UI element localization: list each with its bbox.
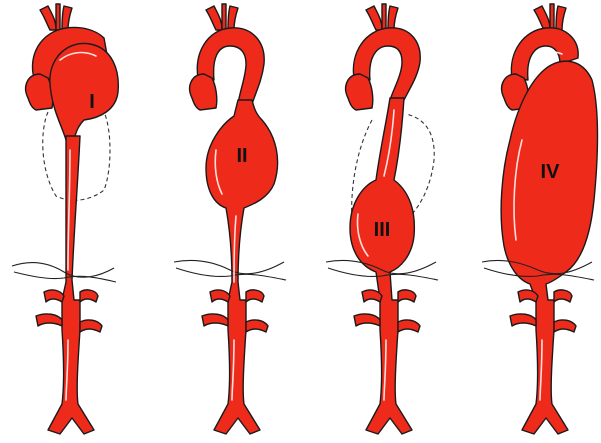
aneurysm-type-label: IV — [541, 161, 561, 183]
head-vessel — [550, 4, 554, 30]
head-vessel — [222, 4, 226, 30]
descending-aorta-with-aneurysm — [350, 98, 414, 434]
aorta-type-3: III — [326, 4, 438, 434]
branch-artery — [354, 314, 380, 326]
head-vessel — [366, 6, 382, 30]
descending-aorta-with-aneurysm — [501, 61, 597, 434]
aneurysm-type-label: III — [374, 219, 391, 241]
head-vessel — [206, 6, 222, 30]
diaphragm-line — [176, 268, 286, 280]
branch-artery — [510, 314, 536, 326]
diaphragm-line — [14, 272, 116, 282]
aorta-type-2: II — [174, 4, 286, 434]
head-vessel — [62, 6, 72, 30]
branch-artery — [202, 314, 228, 326]
aortic-root — [190, 74, 217, 110]
renal-artery — [554, 290, 572, 302]
branch-artery — [398, 320, 420, 332]
aortic-root — [26, 74, 53, 110]
renal-artery — [246, 290, 264, 302]
renal-artery — [80, 290, 98, 302]
aneurysm-type-label: II — [236, 145, 247, 167]
renal-artery — [398, 290, 416, 302]
head-vessel — [534, 6, 550, 30]
aneurysm-bulge — [50, 43, 118, 140]
head-vessel — [228, 6, 238, 30]
highlight — [532, 52, 562, 60]
aorta-type-4: IV — [482, 4, 598, 434]
renal-artery — [210, 290, 230, 302]
branch-artery — [554, 320, 576, 332]
aortic-root — [346, 74, 373, 110]
descending-aorta — [48, 136, 94, 434]
aorta-type-1: I — [12, 4, 118, 434]
head-vessel — [40, 6, 56, 30]
head-vessel — [382, 4, 386, 30]
branch-artery — [36, 314, 62, 326]
renal-artery — [44, 290, 64, 302]
head-vessel — [56, 4, 60, 30]
head-vessel — [556, 6, 566, 30]
branch-artery — [246, 320, 268, 332]
head-vessel — [388, 6, 398, 30]
aneurysm-type-label: I — [89, 91, 95, 113]
branch-artery — [80, 320, 102, 332]
